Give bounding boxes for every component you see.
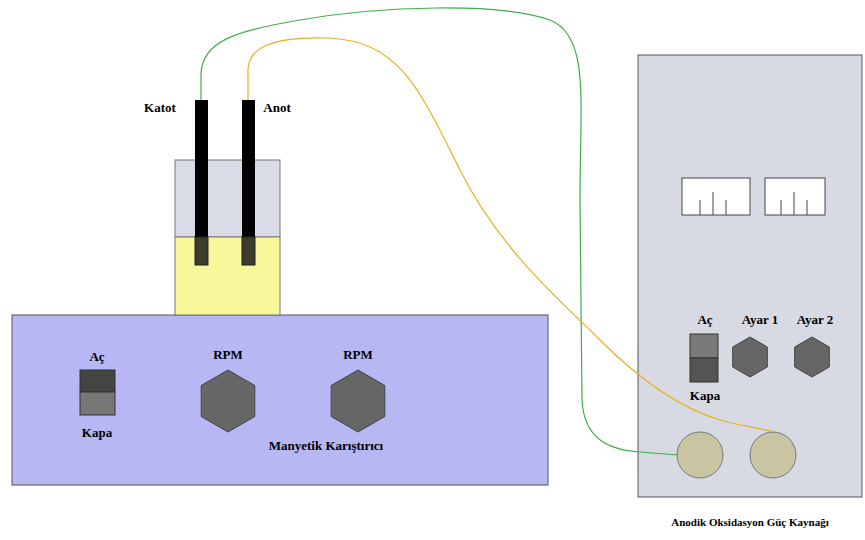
stirrer-body xyxy=(12,315,548,485)
electrolyte xyxy=(175,237,280,315)
power-supply-panel: AçAyar 1Ayar 2KapaAnodik Oksidasyon Güç … xyxy=(638,55,862,497)
anode-electrode xyxy=(242,100,255,237)
device-name: Manyetik Karıştırıcı xyxy=(269,439,383,454)
knob-label: Ayar 1 xyxy=(742,313,779,328)
adjust-knob xyxy=(733,337,768,377)
terminal xyxy=(677,432,723,478)
power-supply-body xyxy=(638,55,862,497)
stirrer-panel: Aç RPM RPM KapaManyetik Karıştırıcı xyxy=(12,315,548,485)
meter-tick xyxy=(726,200,727,215)
meter xyxy=(682,178,750,215)
switch-label: Aç xyxy=(697,313,712,328)
stirrer-switch-top xyxy=(80,370,115,392)
cathode-electrode xyxy=(195,100,208,237)
terminal xyxy=(750,432,796,478)
stirrer-switch-bottom xyxy=(80,392,115,415)
adjust-knob xyxy=(795,337,830,377)
meter-tick xyxy=(794,192,795,215)
switch-label: Aç xyxy=(89,350,104,365)
anode-wire xyxy=(248,38,773,432)
electrode-label: Anot xyxy=(263,101,290,116)
meter-tick xyxy=(781,200,782,215)
supply-switch-bottom xyxy=(690,358,718,382)
knob-label: RPM xyxy=(343,348,373,363)
knob-label: Ayar 2 xyxy=(797,313,834,328)
supply-switch-top xyxy=(690,334,718,358)
rpm-knob xyxy=(201,370,255,432)
electrode-label: Katot xyxy=(144,101,176,116)
beaker-empty-part xyxy=(175,160,280,237)
cathode-wire xyxy=(201,8,678,455)
knob-label: RPM xyxy=(213,348,243,363)
meter-tick xyxy=(713,192,714,215)
meter-tick xyxy=(807,200,808,215)
switch-label: Kapa xyxy=(690,389,720,404)
rpm-knob xyxy=(331,370,385,432)
meter-tick xyxy=(700,200,701,215)
switch-label: Kapa xyxy=(82,426,112,441)
meter xyxy=(765,178,825,215)
anode-immersed xyxy=(242,237,255,265)
device-name: Anodik Oksidasyon Güç Kaynağı xyxy=(671,516,828,529)
cathode-immersed xyxy=(195,237,208,265)
